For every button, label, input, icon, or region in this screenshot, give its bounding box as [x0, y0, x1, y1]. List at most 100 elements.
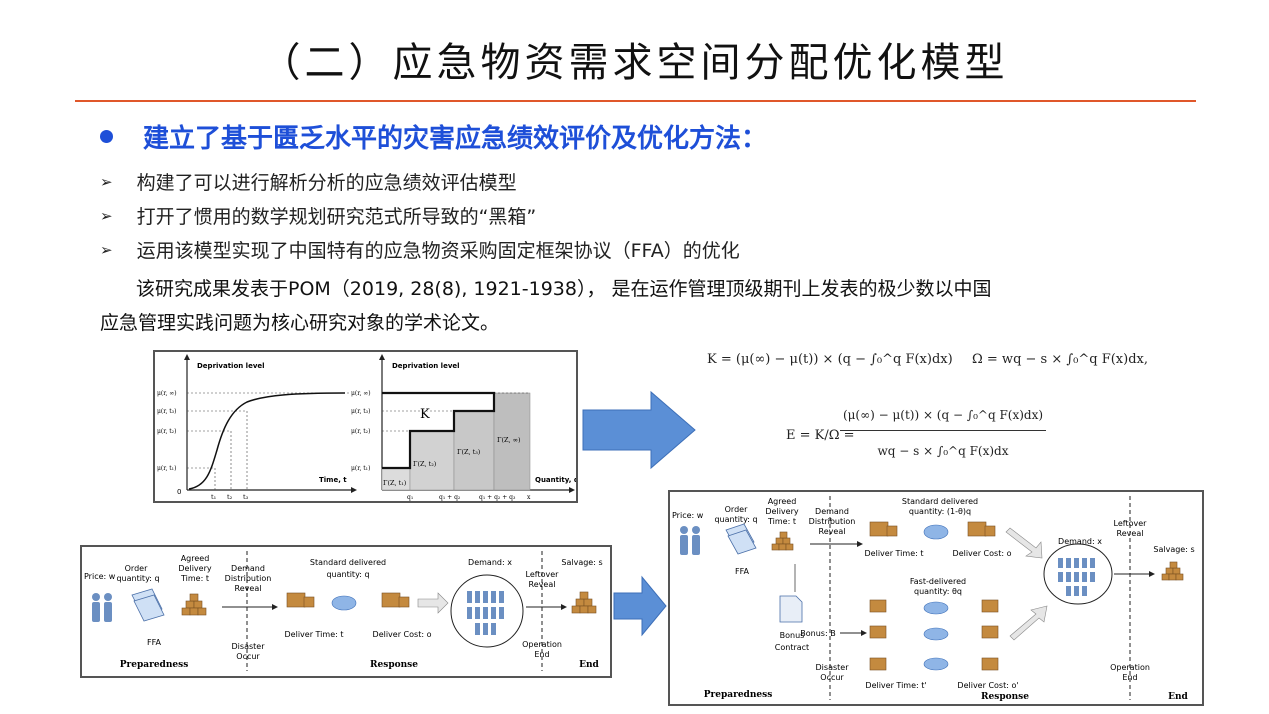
deprivation-figure: Deprivation level Time, t 0 μ(r, ∞) μ(r,…: [153, 350, 579, 503]
diagram-label: Delivery: [178, 564, 211, 573]
diagram-label: Preparedness: [704, 690, 773, 700]
process-diagram-left: Price: w Order quantity: q Agreed Delive…: [80, 545, 612, 678]
diagram-label: Deliver Time: t: [865, 549, 924, 558]
right-ytick: μ(r, t₁): [351, 465, 370, 472]
diagram-label: Distribution: [809, 517, 856, 526]
diagram-label: Standard delivered: [902, 497, 978, 506]
diagram-label: Demand: [815, 507, 849, 516]
demand-circle: [450, 574, 524, 648]
diagram-label: Time: t: [767, 517, 796, 526]
right-arrow-icon: [582, 390, 696, 470]
left-xlabel: Time, t: [319, 476, 347, 484]
bullet-item: ➢ 打开了惯用的数学规划研究范式所导致的“黑箱”: [100, 202, 536, 229]
diagram-label: Leftover: [526, 570, 560, 579]
left-ylabel: Deprivation level: [197, 362, 265, 370]
truck-icon: [869, 521, 898, 537]
left-ytick: μ(r, t₁): [157, 465, 176, 472]
region-label: Γ(Z, t₁): [383, 479, 407, 487]
diagram-label: Deliver Cost: o: [373, 630, 432, 639]
fraction-bar: [840, 430, 1046, 431]
arrowhead-icon: ➢: [100, 240, 113, 259]
diagram-label: Contract: [775, 643, 809, 652]
left-ytick: μ(r, ∞): [157, 390, 177, 397]
paragraph-line-2: 应急管理实践问题为核心研究对象的学术论文。: [100, 312, 500, 334]
right-ylabel: Deprivation level: [392, 362, 460, 370]
diagram-label: Disaster: [816, 663, 850, 672]
diagram-label: Operation: [522, 640, 562, 649]
left-origin: 0: [177, 488, 181, 496]
ffa-label: FFA: [147, 638, 161, 647]
process-right-svg: Price: w Order quantity: q Agreed Delive…: [672, 496, 1195, 702]
truck-icon: [381, 592, 410, 608]
formula-e-denominator: wq − s × ∫₀^q F(x)dx: [877, 444, 1009, 458]
diagram-label: Distribution: [225, 574, 272, 583]
arrow-icon: [1005, 527, 1043, 559]
handshake-icon: [92, 593, 112, 622]
process-diagram-right: Price: w Order quantity: q Agreed Delive…: [668, 490, 1204, 706]
arrow-icon: [1009, 605, 1048, 641]
diagram-label: Salvage: s: [561, 558, 602, 567]
crowd-icon: [467, 591, 504, 635]
bullet-text: 打开了惯用的数学规划研究范式所导致的“黑箱”: [136, 206, 537, 228]
diagram-label: Demand: x: [1058, 537, 1102, 546]
diagram-label: Reveal: [1117, 529, 1144, 538]
diagram-label: Order: [125, 564, 148, 573]
diagram-label: Leftover: [1114, 519, 1148, 528]
formula-e-lhs: E = K/Ω =: [786, 428, 855, 443]
diagram-label: End: [579, 660, 599, 670]
boxes-icon: [771, 531, 794, 551]
k-label: K: [420, 407, 430, 422]
diagram-label: Fast-delivered: [910, 577, 966, 586]
left-xtick: t₂: [227, 493, 233, 501]
bullet-item: ➢ 运用该模型实现了中国特有的应急物资采购固定框架协议（FFA）的优化: [100, 236, 740, 263]
right-xtick: x: [527, 494, 531, 501]
handshake-icon: [680, 526, 700, 555]
left-panel: Deprivation level Time, t 0 μ(r, ∞) μ(r,…: [157, 354, 357, 501]
left-xtick: t₁: [211, 493, 217, 501]
formula-omega: Ω = wq − s × ∫₀^q F(x)dx,: [972, 352, 1148, 367]
diagram-label: Deliver Time: t': [865, 681, 926, 690]
diagram-label: Standard delivered: [310, 558, 386, 567]
deprivation-svg: Deprivation level Time, t 0 μ(r, ∞) μ(r,…: [157, 354, 579, 501]
diagram-label: Salvage: s: [1153, 545, 1194, 554]
right-xtick: q₁ + q₂ + q₃: [479, 494, 516, 501]
slide-title: （二）应急物资需求空间分配优化模型: [260, 40, 1009, 86]
truck-icon: [869, 599, 999, 671]
diagram-label: End: [1122, 673, 1137, 682]
region-label: Γ(Z, t₃): [457, 448, 481, 456]
car-icon: [331, 595, 357, 611]
demand-circle: [1043, 543, 1113, 605]
contract-icon: [779, 595, 803, 623]
right-arrow-icon: [613, 575, 667, 637]
diagram-label: Agreed: [181, 554, 210, 563]
diagram-label: Preparedness: [120, 660, 189, 670]
diagram-label: quantity: θq: [914, 587, 962, 596]
documents-icon: [725, 523, 757, 555]
diagram-label: End: [1168, 692, 1188, 702]
arrow-icon: [417, 592, 449, 614]
diagram-label: Deliver Cost: o: [953, 549, 1012, 558]
car-icon: [923, 524, 949, 540]
right-panel: Deprivation level Quantity, q μ(r, ∞) μ(…: [351, 354, 579, 501]
right-xtick: q₁: [407, 494, 413, 501]
region-label: Γ(Z, t₂): [413, 460, 437, 468]
diagram-label: quantity: (1-θ)q: [909, 507, 971, 516]
bullet-text: 运用该模型实现了中国特有的应急物资采购固定框架协议（FFA）的优化: [136, 240, 740, 262]
formula-k: K = (μ(∞) − μ(t)) × (q − ∫₀^q F(x)dx): [707, 352, 953, 367]
truck-icon: [967, 521, 996, 537]
diagram-label: End: [534, 650, 549, 659]
left-ytick: μ(r, t₃): [157, 408, 176, 415]
headline-text: 建立了基于匮乏水平的灾害应急绩效评价及优化方法：: [143, 124, 768, 154]
diagram-label: Demand: [231, 564, 265, 573]
paragraph-line-1: 该研究成果发表于POM（2019, 28(8), 1921-1938）， 是在运…: [136, 278, 992, 300]
truck-icon: [286, 592, 315, 608]
diagram-label: quantity: q: [326, 570, 369, 579]
right-ytick: μ(r, t₂): [351, 428, 370, 435]
price-label: Price: w: [84, 572, 116, 581]
diagram-label: FFA: [735, 567, 749, 576]
documents-icon: [131, 588, 165, 622]
left-ytick: μ(r, t₂): [157, 428, 176, 435]
process-left-svg: Price: w Order quantity: q Agreed Delive…: [84, 551, 603, 671]
diagram-label: quantity: q: [116, 574, 159, 583]
diagram-label: Bonus: [780, 631, 805, 640]
